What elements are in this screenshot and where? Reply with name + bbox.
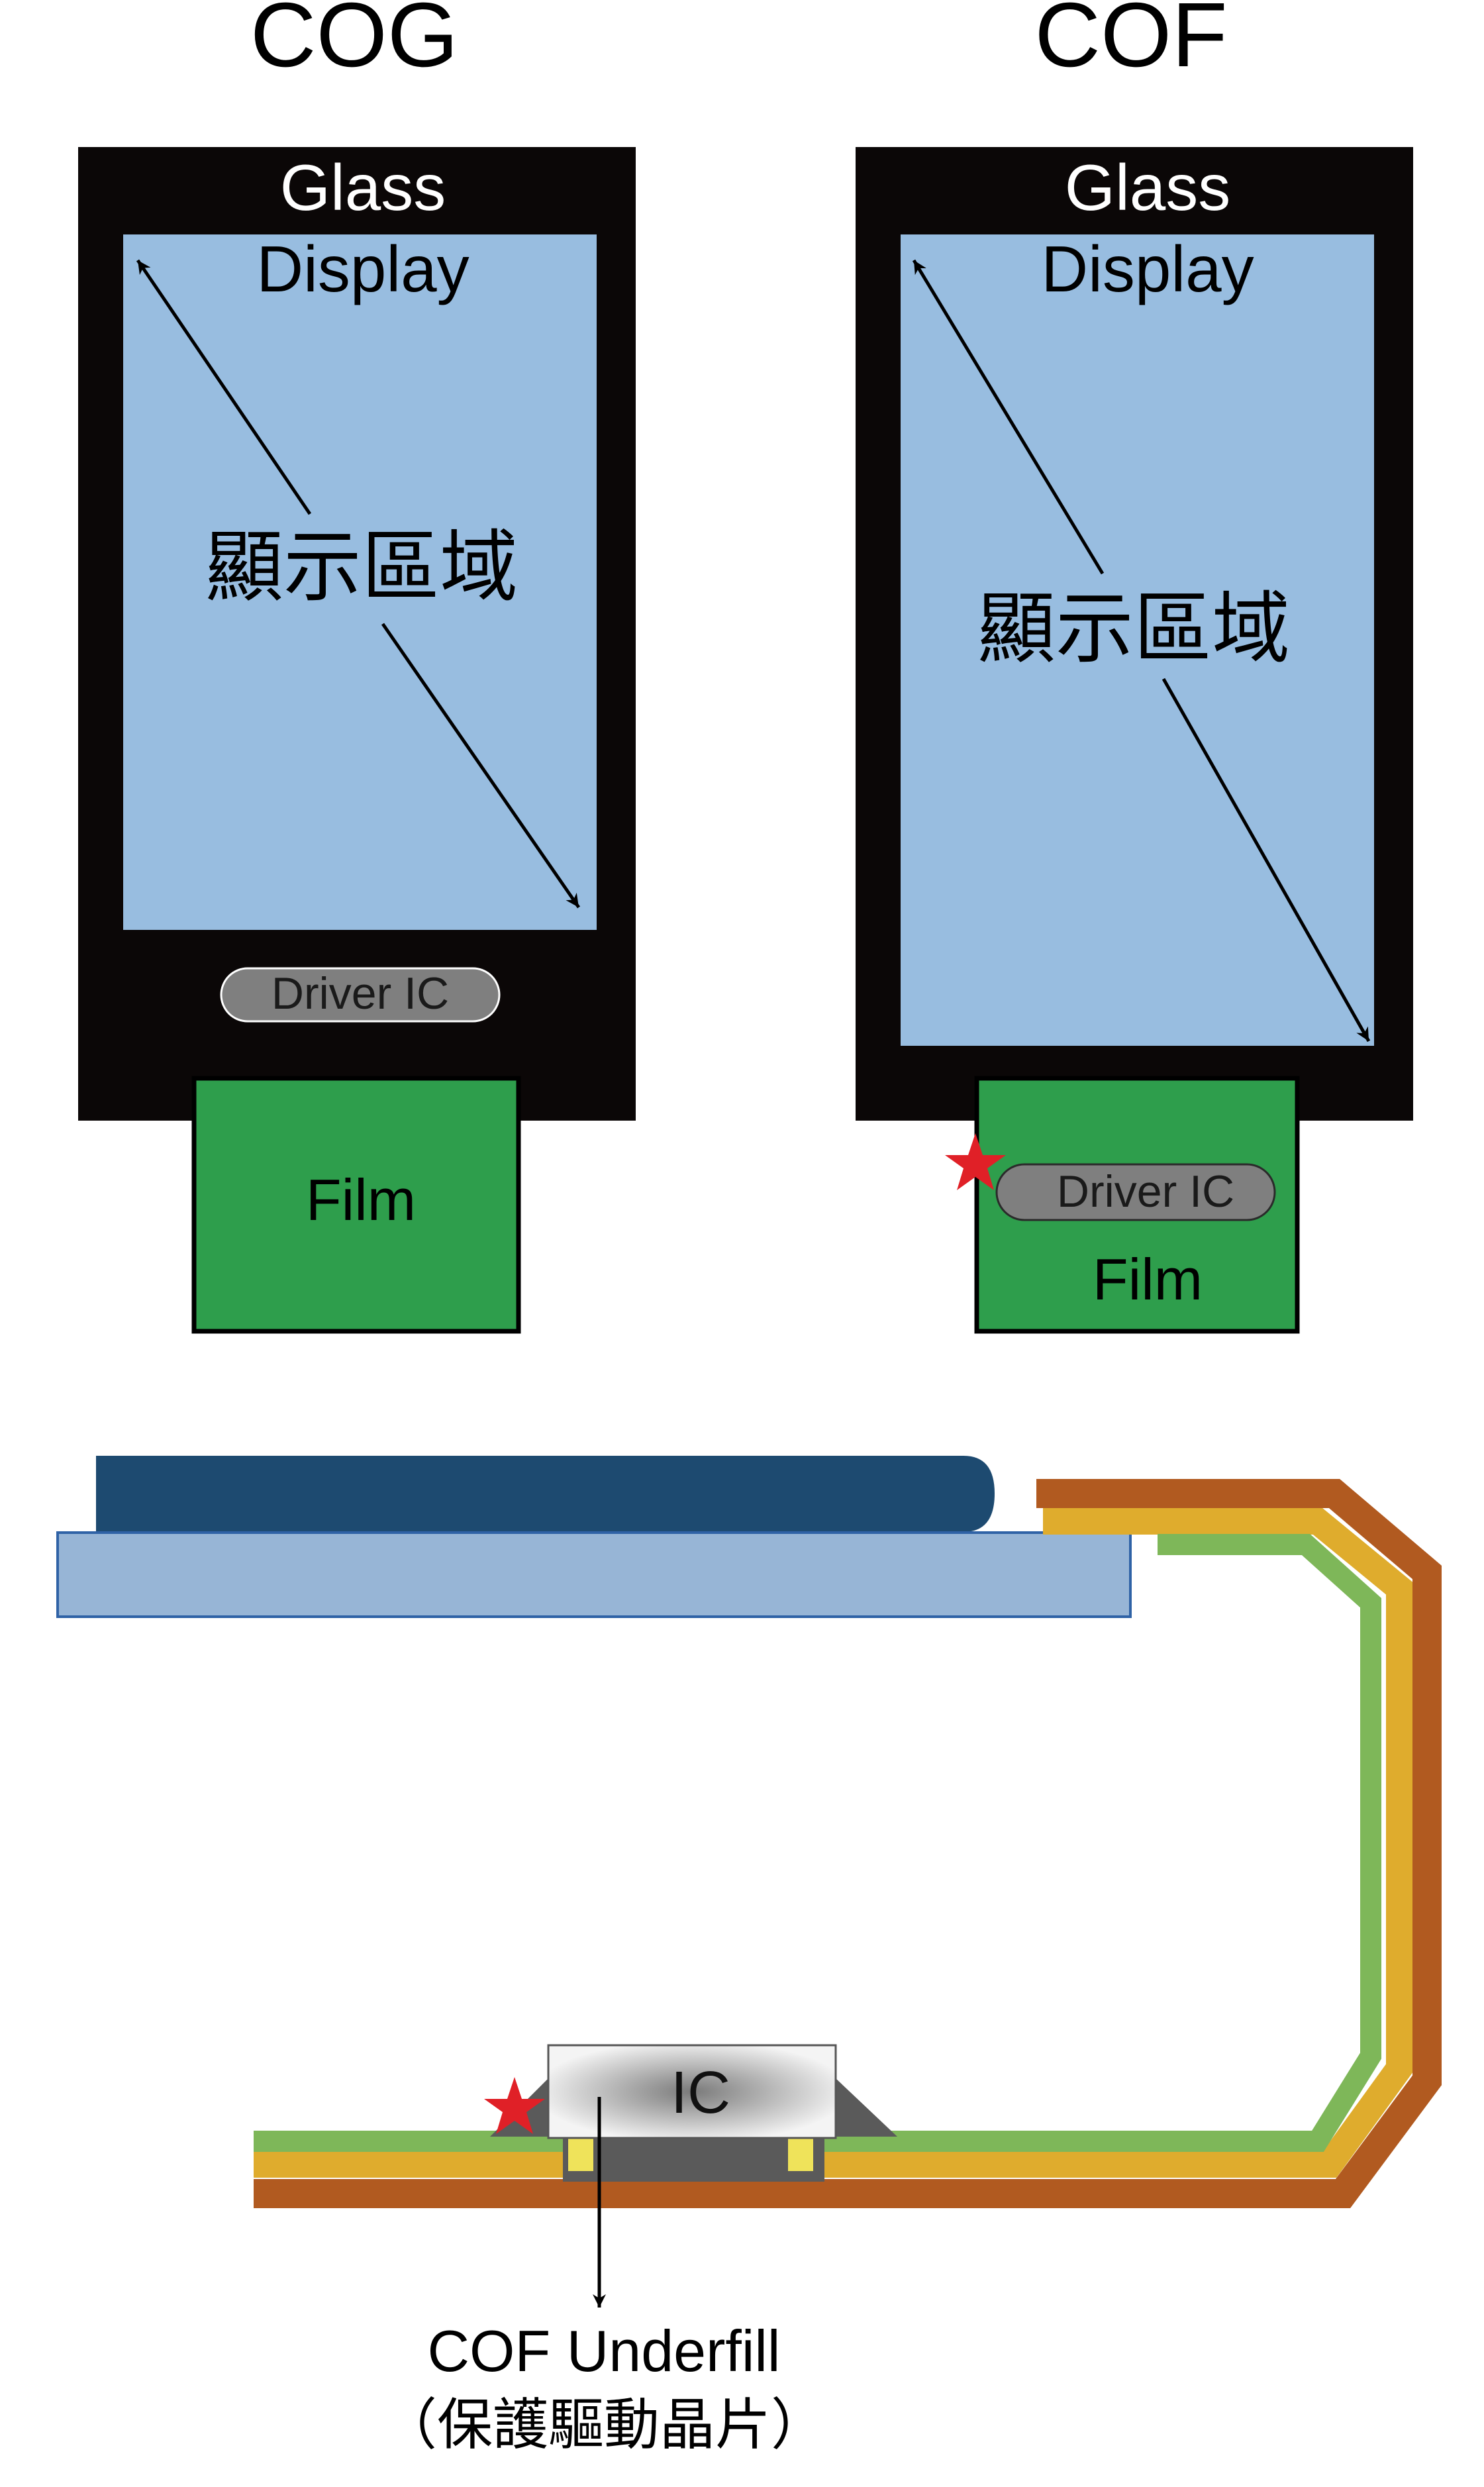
cog-title: COG <box>250 0 458 86</box>
flex-layer-yellow <box>254 1508 1412 2178</box>
cog-diagonal-arrow-upper <box>136 259 312 515</box>
glass-substrate <box>56 1531 1132 1618</box>
underfill-label: COF Underfill <box>428 2318 781 2384</box>
cof-panel: COF Glass Display 顯示區域 Driver IC Film <box>856 0 1413 1334</box>
polarizer-layer <box>96 1456 995 1532</box>
cog-panel: COG Glass Display 顯示區域 Driver IC Film <box>78 0 636 1334</box>
cog-diagonal-arrow-lower <box>381 623 581 909</box>
cof-driver-ic <box>995 1163 1276 1221</box>
cof-film-label: Film <box>1093 1246 1203 1312</box>
flex-layer-green <box>254 1534 1381 2152</box>
cof-star-marker <box>945 1133 1006 1190</box>
cog-display-area <box>123 234 597 930</box>
underfill-base <box>563 2137 824 2182</box>
cof-glass-label: Glass <box>1065 151 1231 224</box>
underfill-note: （保護驅動晶片） <box>381 2392 826 2457</box>
cof-area-label: 顯示區域 <box>977 583 1290 674</box>
ic-chip <box>547 2044 837 2139</box>
cog-driver-ic <box>220 967 501 1023</box>
cog-area-label: 顯示區域 <box>205 521 518 613</box>
cog-film-label: Film <box>306 1167 416 1233</box>
cog-driver-ic-label: Driver IC <box>272 968 449 1019</box>
bump-right <box>788 2137 813 2171</box>
cog-display-label: Display <box>256 232 469 305</box>
cog-film <box>191 1076 521 1334</box>
cross-section-star-marker <box>484 2077 545 2134</box>
cof-diagonal-arrow-lower <box>1162 678 1371 1042</box>
cof-driver-ic-label: Driver IC <box>1057 1166 1234 1217</box>
cof-diagonal-arrow-upper <box>912 259 1105 575</box>
cof-display-label: Display <box>1041 232 1254 305</box>
bump-left <box>568 2137 593 2171</box>
cross-section: IC COF Underfill （保護驅動晶片） <box>56 1456 1442 2457</box>
cog-glass-label: Glass <box>280 151 446 224</box>
flex-layer-brown <box>254 1479 1442 2208</box>
cof-title: COF <box>1034 0 1227 86</box>
ic-label: IC <box>671 2060 730 2126</box>
